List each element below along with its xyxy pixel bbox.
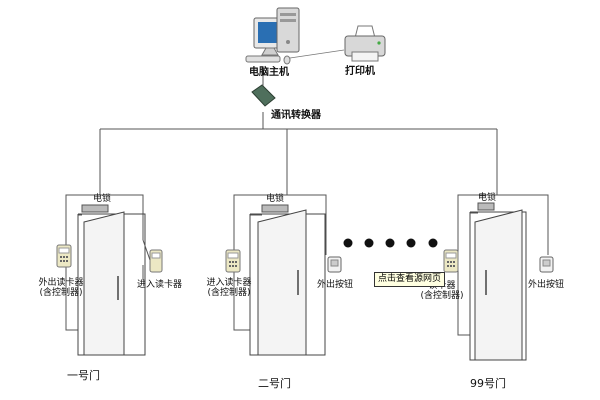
card-reader-icon — [149, 249, 163, 273]
door99-caption: 99号门 — [470, 377, 506, 390]
door-99 — [443, 194, 554, 361]
door-1 — [56, 194, 163, 356]
card-reader-icon — [443, 249, 459, 273]
door-leaf — [257, 209, 307, 356]
door2-entry-reader-label: 进入读卡器 (含控制器) — [206, 278, 252, 299]
door1-caption: 一号门 — [67, 369, 100, 382]
door99-lock-label: 电锁 — [478, 193, 497, 203]
card-reader-icon — [56, 244, 72, 268]
button-icon — [539, 256, 554, 273]
door2-caption: 二号门 — [258, 377, 291, 390]
network-wiring — [99, 112, 498, 195]
ellipsis-dots — [343, 238, 438, 248]
computer-label: 电脑主机 — [249, 67, 289, 78]
door1-entry-reader-label: 进入读卡器 — [137, 280, 183, 290]
electric-lock-icon — [261, 204, 289, 213]
door99-exit-button-label: 外出按钮 — [528, 280, 565, 290]
converter-label: 通讯转换器 — [271, 110, 321, 121]
door1-exit-reader-label: 外出读卡器 (含控制器) — [38, 278, 84, 299]
door-leaf — [83, 211, 125, 356]
door1-lock-label: 电锁 — [93, 194, 112, 204]
button-icon — [327, 256, 342, 273]
converter-icon — [251, 66, 276, 107]
view-source-tooltip[interactable]: 点击查看源网页 — [374, 272, 446, 287]
door-leaf — [474, 209, 523, 361]
door2-lock-label: 电锁 — [266, 194, 285, 204]
computer-icon — [245, 7, 300, 65]
printer-icon — [344, 25, 386, 62]
electric-lock-icon — [477, 202, 495, 211]
card-reader-icon — [225, 249, 241, 273]
printer-label: 打印机 — [345, 66, 375, 77]
door2-exit-button-label: 外出按钮 — [317, 280, 354, 290]
door-2 — [225, 194, 342, 356]
electric-lock-icon — [81, 204, 109, 213]
